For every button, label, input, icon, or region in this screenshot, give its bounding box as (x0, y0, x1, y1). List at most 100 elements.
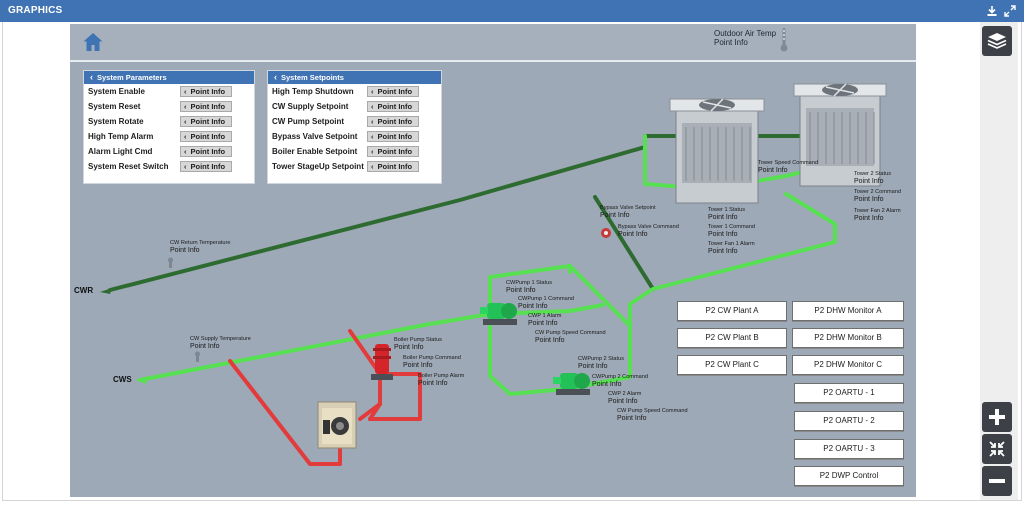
panel-row-label: System Enable (88, 87, 145, 96)
panel-row: System Enable ‹Point Info (84, 84, 254, 99)
title-bar: GRAPHICS (0, 0, 1024, 22)
boiler-pump (371, 344, 393, 380)
chevron-left-icon: ‹ (184, 162, 187, 171)
panel-row: CW Pump Setpoint ‹Point Info (268, 114, 441, 129)
nav-dhw-monitor-b-button[interactable]: P2 DHW Monitor B (792, 328, 904, 348)
minus-icon[interactable] (982, 466, 1012, 496)
right-toolbar (980, 22, 1018, 500)
system-setpoints-header[interactable]: ‹System Setpoints (268, 71, 441, 84)
system-parameters-panel: ‹System Parameters System Enable‹Point I… (83, 70, 255, 184)
panel-row: Boiler Enable Setpoint ‹Point Info (268, 144, 441, 159)
expand-icon[interactable] (1004, 4, 1016, 17)
point-info-button[interactable]: ‹Point Info (367, 131, 419, 142)
point-info-button[interactable]: ‹Point Info (180, 101, 232, 112)
collapse-arrows-icon[interactable] (982, 434, 1012, 464)
panel-row-label: System Rotate (88, 117, 144, 126)
panel-row: Alarm Light Cmd‹Point Info (84, 144, 254, 159)
nav-oartu-1-button[interactable]: P2 OARTU - 1 (794, 383, 904, 403)
chevron-left-icon: ‹ (184, 87, 187, 96)
cooling-tower-2 (793, 83, 887, 187)
chevron-left-icon: ‹ (371, 132, 374, 141)
point-info-button[interactable]: ‹Point Info (367, 116, 419, 127)
nav-dwp-control-button[interactable]: P2 DWP Control (794, 466, 904, 486)
hot-water-pipe (228, 329, 422, 466)
nav-oartu-3-button[interactable]: P2 OARTU - 3 (794, 439, 904, 459)
oat-value: Point Info (714, 38, 748, 47)
plant-diagram (100, 83, 887, 466)
point-info-button[interactable]: ‹Point Info (180, 131, 232, 142)
point-info-button[interactable]: ‹Point Info (180, 146, 232, 157)
cooling-tower-1 (669, 98, 765, 204)
chevron-left-icon: ‹ (184, 117, 187, 126)
point-info-label: Point Info (190, 117, 226, 126)
chevron-left-icon: ‹ (371, 147, 374, 156)
panel-row: CW Supply Setpoint‹Point Info (268, 99, 441, 114)
point-info-button[interactable]: ‹Point Info (180, 161, 232, 172)
point-info-label: Point Info (377, 87, 413, 96)
point-info-label: Point Info (377, 147, 413, 156)
panel-row: System Reset‹Point Info (84, 99, 254, 114)
nav-cw-plant-b-button[interactable]: P2 CW Plant B (677, 328, 787, 348)
download-icon[interactable] (986, 4, 998, 16)
nav-cw-plant-a-button[interactable]: P2 CW Plant A (677, 301, 787, 321)
graphics-canvas: Outdoor Air Temp Point Info (70, 24, 916, 497)
nav-dhw-monitor-a-button[interactable]: P2 DHW Monitor A (792, 301, 904, 321)
cwr-label: CWR (74, 286, 94, 295)
panel-row-label: CW Pump Setpoint (272, 117, 344, 126)
point-info-button[interactable]: ‹Point Info (367, 86, 419, 97)
panel-row: System Reset Switch‹Point Info (84, 159, 254, 174)
point-info-button[interactable]: ‹Point Info (367, 161, 419, 172)
system-parameters-header[interactable]: ‹System Parameters (84, 71, 254, 84)
panel-row: System Rotate ‹Point Info (84, 114, 254, 129)
layers-icon[interactable] (982, 26, 1012, 56)
chevron-left-icon: ‹ (371, 87, 374, 96)
panel-row-label: Boiler Enable Setpoint (272, 147, 358, 156)
point-info-label: Point Info (377, 162, 413, 171)
home-icon[interactable] (82, 31, 104, 53)
nav-oartu-2-button[interactable]: P2 OARTU - 2 (794, 411, 904, 431)
boiler (317, 401, 357, 449)
point-info-button[interactable]: ‹Point Info (180, 116, 232, 127)
window-title: GRAPHICS (8, 5, 63, 16)
panel-row: Tower StageUp Setpoint‹Point Info (268, 159, 441, 174)
chevron-left-icon: ‹ (184, 102, 187, 111)
panel-row: High Temp Alarm ‹Point Info (84, 129, 254, 144)
outdoor-air-temp[interactable]: Outdoor Air Temp Point Info (714, 29, 776, 47)
point-info-button[interactable]: ‹Point Info (180, 86, 232, 97)
point-info-button[interactable]: ‹Point Info (367, 101, 419, 112)
point-info-button[interactable]: ‹Point Info (367, 146, 419, 157)
point-info-label: Point Info (377, 132, 413, 141)
oat-label: Outdoor Air Temp (714, 29, 777, 38)
nav-dhw-monitor-c-button[interactable]: P2 DHW Monitor C (792, 355, 904, 375)
nav-cw-plant-c-button[interactable]: P2 CW Plant C (677, 355, 787, 375)
panel-row-label: High Temp Shutdown (272, 87, 354, 96)
chevron-left-icon: ‹ (371, 117, 374, 126)
cw-pump-2 (553, 373, 590, 395)
plus-icon[interactable] (982, 402, 1012, 432)
thermometer-icon (780, 27, 788, 53)
panel-row-label: High Temp Alarm (88, 132, 154, 141)
chevron-left-icon: ‹ (90, 72, 93, 82)
